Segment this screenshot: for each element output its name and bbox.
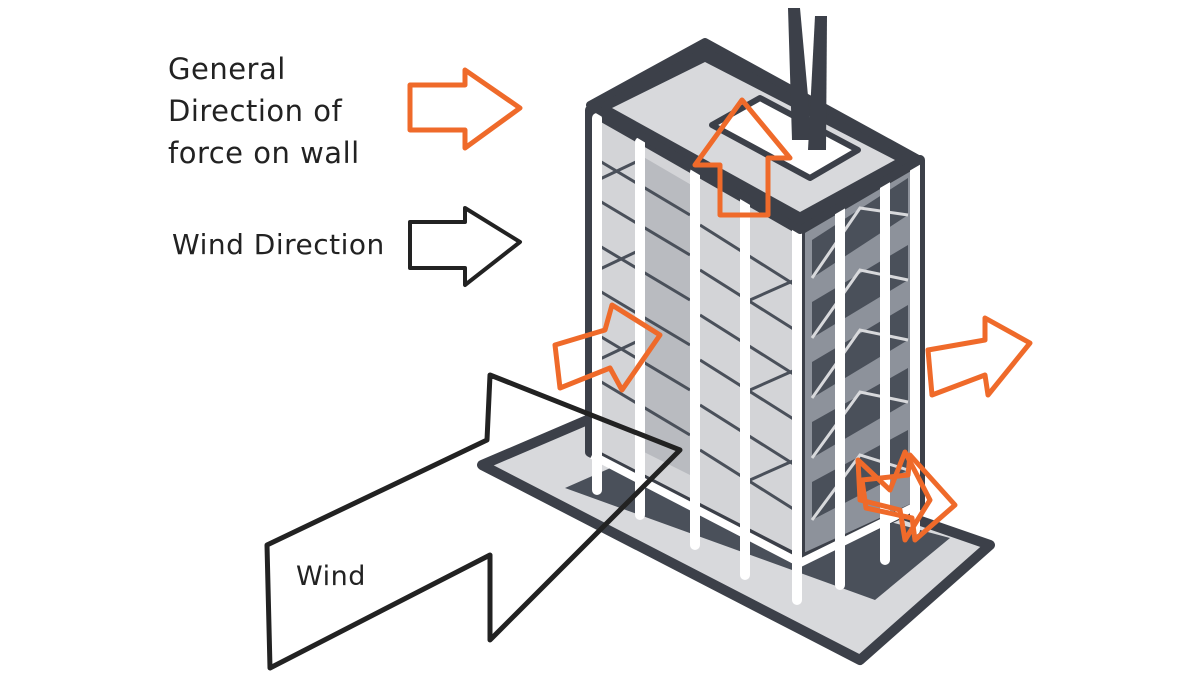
force-arrow-side [925, 315, 1033, 398]
wind-arrow [264, 372, 683, 671]
force-direction-label: General Direction of force on wall [168, 52, 360, 170]
roof-antennas [788, 8, 827, 150]
wind-arrow-label: Wind [296, 561, 366, 592]
force-arrows [552, 97, 1033, 543]
legend-force-arrow-icon [407, 67, 523, 151]
legend-wind-arrow-icon [408, 206, 522, 287]
wind-direction-label: Wind Direction [172, 228, 385, 261]
force-arrow-front [552, 302, 663, 393]
force-arrow-corner-b [859, 452, 958, 543]
force-arrow-roof [692, 97, 793, 218]
